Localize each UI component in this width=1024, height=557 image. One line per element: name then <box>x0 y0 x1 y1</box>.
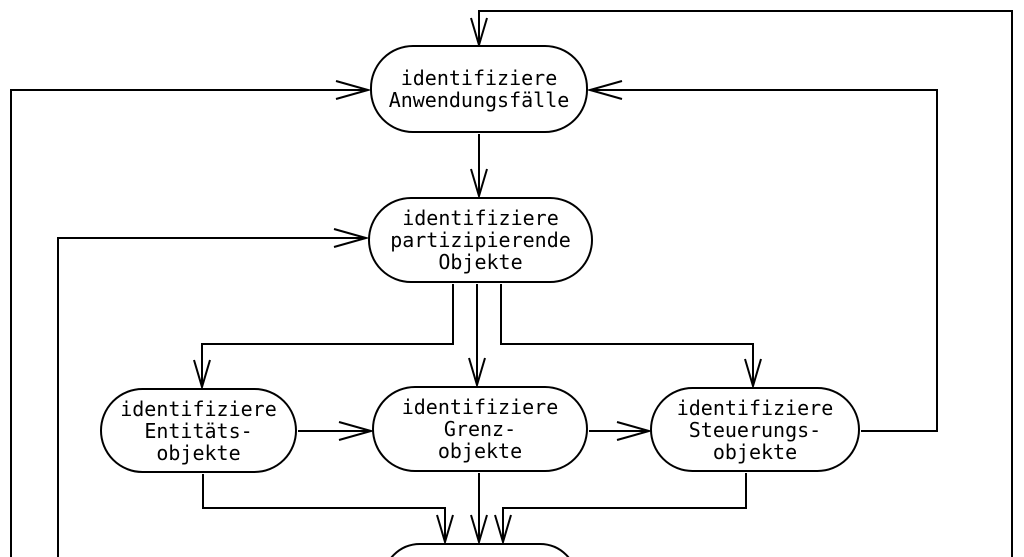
node-label-line: identifiziere <box>400 66 558 90</box>
node-label-line: identifiziere <box>120 396 277 421</box>
node-identifiziere-grenzobjekte: identifiziere Grenz- objekte <box>372 386 588 472</box>
edge-steuerungs-to-bottom <box>494 473 747 546</box>
edge-line <box>478 10 1013 557</box>
edge-grenz-to-steuerungs <box>589 421 653 441</box>
node-label-line: Grenz- <box>443 417 517 441</box>
edge-partizipierende-to-grenz <box>468 284 486 389</box>
arrowhead-icon <box>586 80 623 100</box>
edge-line <box>500 284 754 386</box>
edge-line <box>202 474 446 542</box>
edge-partizipierende-to-entitaets <box>193 284 454 391</box>
edge-grenz-to-bottom <box>470 473 488 546</box>
node-label-line: objekte <box>437 439 523 463</box>
node-identifiziere-entitaetsobjekte: identifiziere Entitäts- objekte <box>100 388 297 473</box>
node-label-line: identifiziere <box>676 395 834 420</box>
arrowhead-icon <box>470 168 488 200</box>
arrowhead-icon <box>616 421 653 441</box>
arrowhead-icon <box>338 421 375 441</box>
node-label-line: identifiziere <box>402 206 559 230</box>
edge-partizipierende-to-steuerungs <box>500 284 762 390</box>
edge-line <box>590 89 938 432</box>
node-identifiziere-partizipierende-objekte: identifiziere partizipierende Objekte <box>368 197 593 283</box>
edge-steuerungs-to-anwendungsfaelle <box>586 80 938 432</box>
node-label-line: Steuerungs- <box>688 417 822 442</box>
edge-entitaets-to-bottom <box>202 474 454 546</box>
arrowhead-icon <box>744 358 762 390</box>
node-label-line: Entitäts- <box>144 418 253 443</box>
edge-line <box>201 284 454 387</box>
node-label-line: Anwendungsfälle <box>388 88 570 112</box>
arrowhead-icon <box>193 359 211 391</box>
node-identifiziere-anwendungsfaelle: identifiziere Anwendungsfälle <box>370 45 588 133</box>
node-identifiziere-steuerungsobjekte: identifiziere Steuerungs- objekte <box>650 387 860 472</box>
edge-anwendungsfaelle-to-partizipierende <box>470 134 488 200</box>
node-label-line: identifiziere <box>401 395 559 419</box>
arrowhead-icon <box>468 357 486 389</box>
edge-loop-bottom-to-anwendungsfaelle-left <box>10 80 372 557</box>
arrowhead-icon <box>494 514 512 546</box>
edge-line <box>502 473 747 542</box>
edge-loop-bottom-to-partizipierende-left <box>57 228 370 557</box>
node-label-line: Objekte <box>438 250 523 274</box>
arrowhead-icon <box>436 514 454 546</box>
arrowhead-icon <box>333 228 370 248</box>
node-label-line: objekte <box>156 440 241 465</box>
arrowhead-icon <box>335 80 372 100</box>
node-label-line: partizipierende <box>390 228 571 252</box>
edge-entitaets-to-grenz <box>298 421 375 441</box>
node-bottom-partial <box>382 543 578 557</box>
arrowhead-icon <box>470 514 488 546</box>
edge-line <box>10 89 368 557</box>
node-label-line: objekte <box>712 439 798 464</box>
edge-line <box>57 237 366 557</box>
